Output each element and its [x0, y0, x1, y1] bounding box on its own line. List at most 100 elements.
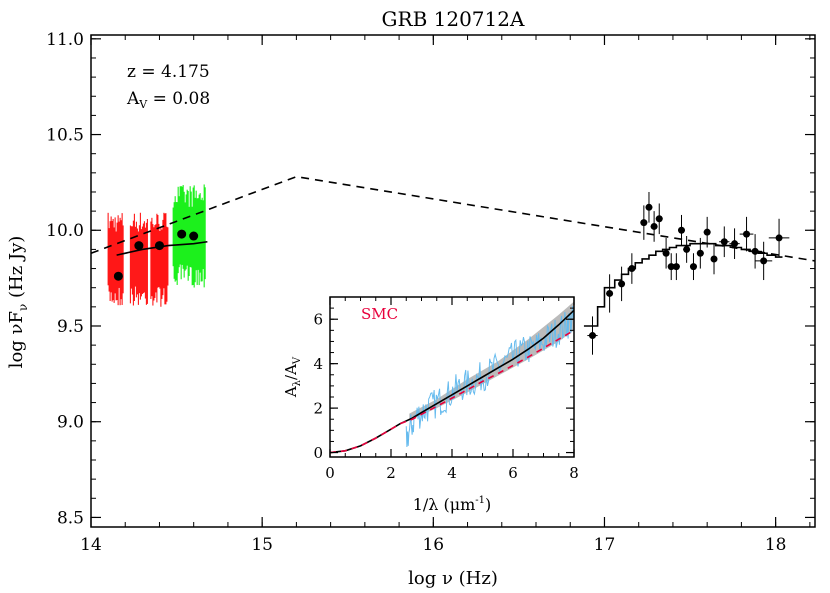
xray-data-point — [696, 237, 704, 269]
xray-data-point — [739, 216, 754, 252]
xray-data-point — [606, 274, 614, 313]
xray-marker — [696, 249, 704, 257]
photometry-point — [189, 231, 199, 241]
xray-data-point — [662, 237, 670, 269]
xray-data-point — [587, 316, 598, 355]
inset-x-axis-label-sup: -1 — [475, 495, 485, 506]
xray-marker — [606, 289, 614, 297]
nir-spectrum-band — [129, 212, 148, 306]
annotation-extinction-sub: V — [138, 98, 148, 111]
inset-y-axis-label: Aλ/AV — [282, 356, 303, 398]
xray-data-point — [703, 216, 711, 248]
inset-x-tick-label: 6 — [508, 464, 518, 482]
inset-x-tick-label: 8 — [569, 464, 579, 482]
main-plot-frame — [90, 34, 816, 528]
annotation-extinction-rest: = 0.08 — [147, 89, 210, 109]
inset-y-tick-label: 0 — [313, 444, 323, 462]
xray-data-point — [650, 211, 658, 242]
xray-marker — [703, 228, 711, 236]
absorbed-model-line — [116, 240, 208, 256]
x-axis-label: log ν (Hz) — [408, 568, 498, 589]
inset-y-tick-label: 6 — [313, 310, 323, 328]
photometry-point — [113, 271, 123, 281]
nir-spectrum-band — [107, 212, 124, 306]
main-x-tick-label: 15 — [251, 535, 273, 555]
observed-extinction-spectrum — [405, 305, 574, 448]
xray-marker — [710, 255, 718, 263]
xray-data-point — [689, 253, 697, 281]
xray-data-point — [683, 236, 691, 263]
xray-data-point — [618, 266, 626, 302]
inset-y-axis-label-a: A — [282, 386, 300, 398]
inset-y-tick-label: 4 — [313, 355, 323, 373]
inset-y-axis-label-sub1: λ — [292, 379, 303, 386]
xray-data-point — [645, 191, 653, 223]
smc-extinction-curve — [330, 329, 574, 454]
xray-marker — [645, 203, 653, 211]
annotation-extinction-main: A — [126, 89, 140, 109]
main-y-tick-label: 9.5 — [57, 317, 84, 337]
main-x-tick-label: 14 — [80, 535, 102, 555]
annotation-redshift: z = 4.175 — [127, 62, 210, 82]
main-x-tick-label: 18 — [765, 535, 787, 555]
xray-data-point — [628, 253, 636, 284]
xray-data-point — [667, 253, 675, 281]
xray-marker — [760, 257, 768, 265]
y-axis-label: log νFν (Hz Jy) — [6, 236, 30, 369]
inset-legend-smc: SMC — [361, 305, 398, 323]
y-axis-label-unit: (Hz Jy) — [6, 236, 27, 304]
inset-x-tick-label: 2 — [386, 464, 396, 482]
xray-marker — [662, 249, 670, 257]
photometry-point — [154, 241, 164, 251]
intrinsic-model-line — [91, 175, 815, 262]
xray-data-point — [755, 241, 773, 281]
xray-marker — [720, 238, 728, 246]
inset-plot: 0 2 4 6 8 0 2 4 6 SMC 1/λ (μm-1) Aλ/AV — [282, 296, 579, 514]
annotation-extinction: AV = 0.08 — [126, 89, 210, 111]
chart-title: GRB 120712A — [382, 7, 525, 31]
xray-marker — [655, 215, 663, 223]
xray-data-point — [768, 218, 790, 258]
main-y-tick-label: 8.5 — [57, 508, 84, 528]
xray-data-point — [640, 205, 648, 240]
inset-y-tick-label: 2 — [313, 399, 323, 417]
xray-marker — [677, 226, 685, 234]
main-y-tick-label: 9.0 — [57, 413, 84, 433]
photometry-point — [177, 229, 187, 239]
inset-y-axis-label-mid: /A — [282, 364, 300, 380]
uncertainty-band — [409, 301, 574, 421]
xray-data-point — [677, 214, 685, 246]
inset-background — [330, 297, 574, 457]
main-x-tick-label: 16 — [422, 535, 444, 555]
xray-data-point — [719, 226, 730, 258]
xray-marker — [775, 234, 783, 242]
main-x-tick-label: 17 — [594, 535, 616, 555]
main-y-tick-label: 11.0 — [46, 30, 84, 50]
inset-x-axis-label: 1/λ (μm-1) — [413, 495, 492, 514]
y-axis-label-main: log νF — [6, 311, 27, 368]
xray-marker — [628, 265, 636, 273]
xray-marker — [588, 332, 596, 340]
xray-data-point — [729, 228, 740, 259]
y-axis-label-sub: ν — [16, 304, 30, 311]
xray-data-point — [748, 234, 762, 269]
inset-x-tick-label: 4 — [447, 464, 457, 482]
inset-x-axis-label-main: 1/λ (μm — [413, 495, 476, 514]
xray-data-point — [672, 253, 680, 281]
main-plot: 14 15 16 17 18 8.5 9.0 9.5 10.0 10.5 11.0 GRB 1207… — [6, 7, 816, 589]
xray-marker — [683, 245, 691, 253]
main-y-tick-label: 10.0 — [46, 221, 84, 241]
xray-marker — [650, 222, 658, 230]
xray-marker — [667, 263, 675, 271]
inset-y-axis-label-sub2: V — [292, 356, 303, 365]
photometry-point — [134, 241, 144, 251]
main-y-tick-label: 10.5 — [46, 125, 84, 145]
xray-data-point — [710, 243, 718, 275]
inset-x-axis-label-end: ) — [485, 495, 491, 514]
xray-model-step — [583, 242, 783, 327]
xray-marker — [689, 263, 697, 271]
inset-x-tick-label: 0 — [325, 464, 335, 482]
xray-marker — [640, 219, 648, 227]
xray-data-point — [655, 203, 663, 235]
